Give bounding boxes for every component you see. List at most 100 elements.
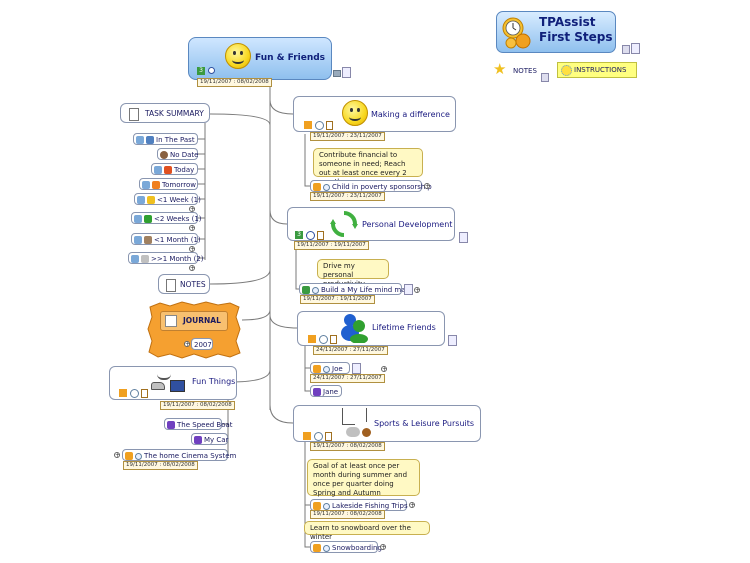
calendar-icon (146, 136, 154, 144)
making-difference-note: Contribute financial to someone in need;… (313, 148, 423, 186)
left-notes-node[interactable]: NOTES (158, 274, 210, 294)
personal-dev-node[interactable]: Personal Development 3 (287, 207, 455, 241)
sun-icon (561, 65, 572, 76)
task-item-2-weeks[interactable]: <2 Weeks (1) (131, 212, 202, 224)
priority-icon (167, 421, 175, 429)
golf-icon (358, 408, 367, 422)
fun-item-home-cinema[interactable]: The home Cinema System (122, 449, 236, 461)
fun-item-speed-boat[interactable]: The Speed Boat (164, 418, 233, 430)
title-box[interactable]: TPAssist First Steps (496, 11, 616, 53)
mind-map-dates: 19/11/2007 : 19/11/2007 (300, 295, 375, 304)
note-icon[interactable] (541, 73, 549, 82)
calendar-icon (134, 236, 142, 244)
tv-icon (170, 380, 185, 392)
expand-icon[interactable]: + (189, 225, 196, 232)
attachment-icon[interactable] (459, 232, 468, 243)
smiley-icon (342, 100, 368, 126)
task-item-1-month[interactable]: <1 Month (1) (131, 233, 201, 245)
expand-icon[interactable]: + (409, 502, 416, 509)
document-icon (166, 279, 176, 292)
expand-icon[interactable]: + (114, 452, 121, 459)
friend-joe[interactable]: Joe (310, 362, 350, 374)
link-icon[interactable] (333, 70, 341, 77)
progress-icon (315, 121, 324, 130)
star-icon: ★ (493, 60, 507, 78)
expand-icon[interactable]: + (189, 206, 196, 213)
flag-icon (326, 121, 333, 130)
lifetime-friends-node[interactable]: Lifetime Friends (297, 311, 445, 346)
flag-icon (330, 335, 337, 344)
task-item-more-month[interactable]: >>1 Month (2) (128, 252, 204, 264)
expand-icon[interactable]: + (414, 287, 421, 294)
joe-dates: 24/11/2007 : 27/11/2007 (310, 374, 385, 383)
central-dates: 19/11/2007 : 08/02/2008 (197, 78, 272, 87)
attachment-icon[interactable] (448, 335, 457, 346)
task-summary-label: TASK SUMMARY (145, 109, 204, 118)
task-item-past[interactable]: In The Past (133, 133, 198, 145)
child-poverty-item[interactable]: Child in poverty sponsorship (310, 180, 432, 192)
calendar-icon (154, 166, 162, 174)
expand-icon[interactable]: + (189, 265, 196, 272)
attachment-icon[interactable] (352, 363, 361, 374)
instructions-label: INSTRUCTIONS (574, 66, 627, 74)
fun-things-node[interactable]: Fun Things (109, 366, 237, 400)
priority-icon (125, 452, 133, 460)
expand-icon[interactable]: + (184, 341, 191, 348)
note-icon[interactable] (622, 45, 630, 54)
lakeside-fishing-dates: 19/11/2007 : 08/02/2008 (310, 510, 385, 519)
making-difference-node[interactable]: Making a difference (293, 96, 456, 132)
priority-icon (313, 365, 321, 373)
hourglass-icon (144, 236, 152, 244)
snowboard-icon (346, 427, 360, 437)
snowboarding-item[interactable]: Snowboarding (310, 541, 382, 553)
expand-icon[interactable]: + (381, 366, 388, 373)
sports-node[interactable]: Sports & Leisure Pursuits (293, 405, 481, 442)
expand-icon[interactable]: + (189, 246, 196, 253)
left-notes-label: NOTES (180, 280, 206, 289)
making-difference-label: Making a difference (371, 110, 450, 119)
calendar-icon (134, 215, 142, 223)
fun-item-my-car[interactable]: My Car (191, 433, 228, 445)
central-node[interactable]: Fun & Friends 3 (188, 37, 332, 80)
priority-icon (313, 544, 321, 552)
calendar-icon (142, 181, 150, 189)
mind-map-item[interactable]: Build a My Life mind map (299, 283, 410, 295)
snowboard-note: Learn to snowboard over the winter (304, 521, 430, 541)
notes-label[interactable]: NOTES (513, 67, 537, 75)
progress-icon (130, 389, 139, 398)
expand-icon[interactable]: + (380, 544, 387, 551)
progress-icon (323, 502, 330, 510)
fishing-icon (342, 408, 355, 425)
priority-icon (313, 388, 321, 396)
smiley-icon (225, 43, 251, 69)
lifetime-friends-label: Lifetime Friends (372, 323, 436, 332)
journal-label: JOURNAL (183, 316, 221, 325)
priority-badge (308, 335, 316, 343)
task-item-today[interactable]: Today (151, 163, 198, 175)
fun-things-label: Fun Things (192, 377, 236, 386)
journal-node[interactable]: JOURNAL (146, 301, 242, 359)
flag-icon (141, 389, 148, 398)
attachment-icon[interactable] (631, 43, 640, 54)
attachment-icon[interactable] (342, 67, 351, 78)
task-item-no-date[interactable]: No Date (157, 148, 198, 160)
progress-icon (323, 365, 330, 373)
priority-badge (119, 389, 127, 397)
central-label: Fun & Friends (255, 53, 326, 63)
instructions-node[interactable]: INSTRUCTIONS (557, 62, 637, 78)
title-line1: TPAssist (539, 15, 596, 29)
flag-icon (147, 196, 155, 204)
attachment-icon[interactable] (404, 284, 413, 295)
calendar-icon (137, 196, 145, 204)
flag-icon (144, 215, 152, 223)
journal-year[interactable]: 2007 (191, 338, 213, 350)
task-item-1-week[interactable]: <1 Week (1) (134, 193, 201, 205)
task-item-tomorrow[interactable]: Tomorrow (139, 178, 198, 190)
flag-icon (317, 231, 324, 240)
expand-icon[interactable]: + (424, 183, 431, 190)
boat-icon (157, 371, 171, 380)
task-summary-node[interactable]: TASK SUMMARY (120, 103, 210, 123)
sports-dates: 19/11/2007 : 08/02/2008 (310, 442, 385, 451)
friend-jane[interactable]: Jane (310, 385, 342, 397)
